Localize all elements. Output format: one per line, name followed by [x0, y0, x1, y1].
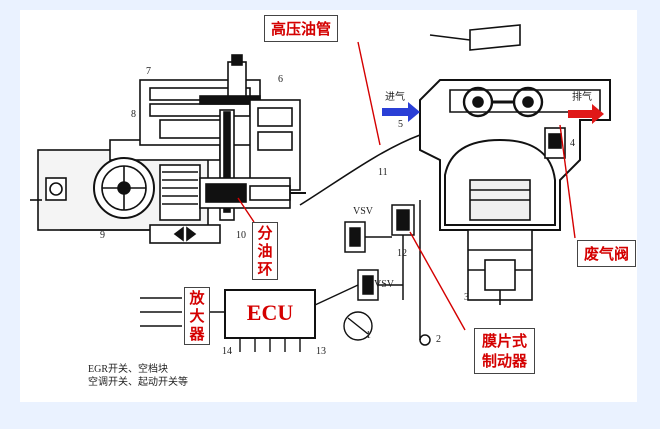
- vsv-bottom-label: VSV: [374, 279, 395, 290]
- exhaust-arrow: [568, 104, 604, 124]
- part-number: 11: [378, 167, 388, 178]
- amplifier-label: 放大器: [184, 287, 210, 345]
- intake-arrow: [382, 102, 420, 122]
- high-pressure-pipe-line: [299, 129, 431, 206]
- exhaust-label: 排气: [572, 90, 592, 103]
- part-number: 1: [366, 330, 371, 341]
- part-number: 9: [100, 230, 105, 241]
- diaphragm-actuator-label: 膜片式 制动器: [474, 328, 536, 374]
- distributor-ring-label: 分油环: [252, 222, 278, 280]
- waste-gate-label: 废气阀: [577, 240, 637, 267]
- leader-lines: [237, 41, 576, 331]
- part-number: 4: [570, 138, 575, 149]
- diaphragm-actuator-line2: 制动器: [482, 352, 528, 370]
- part-numbers: 7 6 8 9 10 11 12 5 4 3 2 1 13 14: [100, 66, 575, 357]
- part-number: 12: [397, 248, 407, 259]
- footnote-line2: 空调开关、起动开关等: [88, 375, 188, 388]
- part-number: 8: [131, 109, 136, 120]
- ecu-label: ECU: [235, 298, 305, 330]
- part-number: 3: [464, 292, 469, 303]
- high-pressure-pipe-label: 高压油管: [264, 15, 339, 42]
- part-number: 13: [316, 346, 326, 357]
- part-number: 14: [222, 346, 232, 357]
- intake-label: 进气: [385, 90, 405, 103]
- engine-block: [419, 24, 611, 305]
- diaphragm-actuator-line1: 膜片式: [482, 332, 528, 350]
- part-number: 6: [278, 74, 283, 85]
- part-number: 2: [436, 334, 441, 345]
- injection-pump: [30, 54, 306, 244]
- part-number: 5: [398, 119, 403, 130]
- footnote-line1: EGR开关、空档块: [88, 362, 168, 375]
- part-number: 7: [146, 66, 151, 77]
- vsv-top-label: VSV: [353, 206, 374, 217]
- vsv-assembly: [344, 200, 431, 346]
- part-number: 10: [236, 230, 246, 241]
